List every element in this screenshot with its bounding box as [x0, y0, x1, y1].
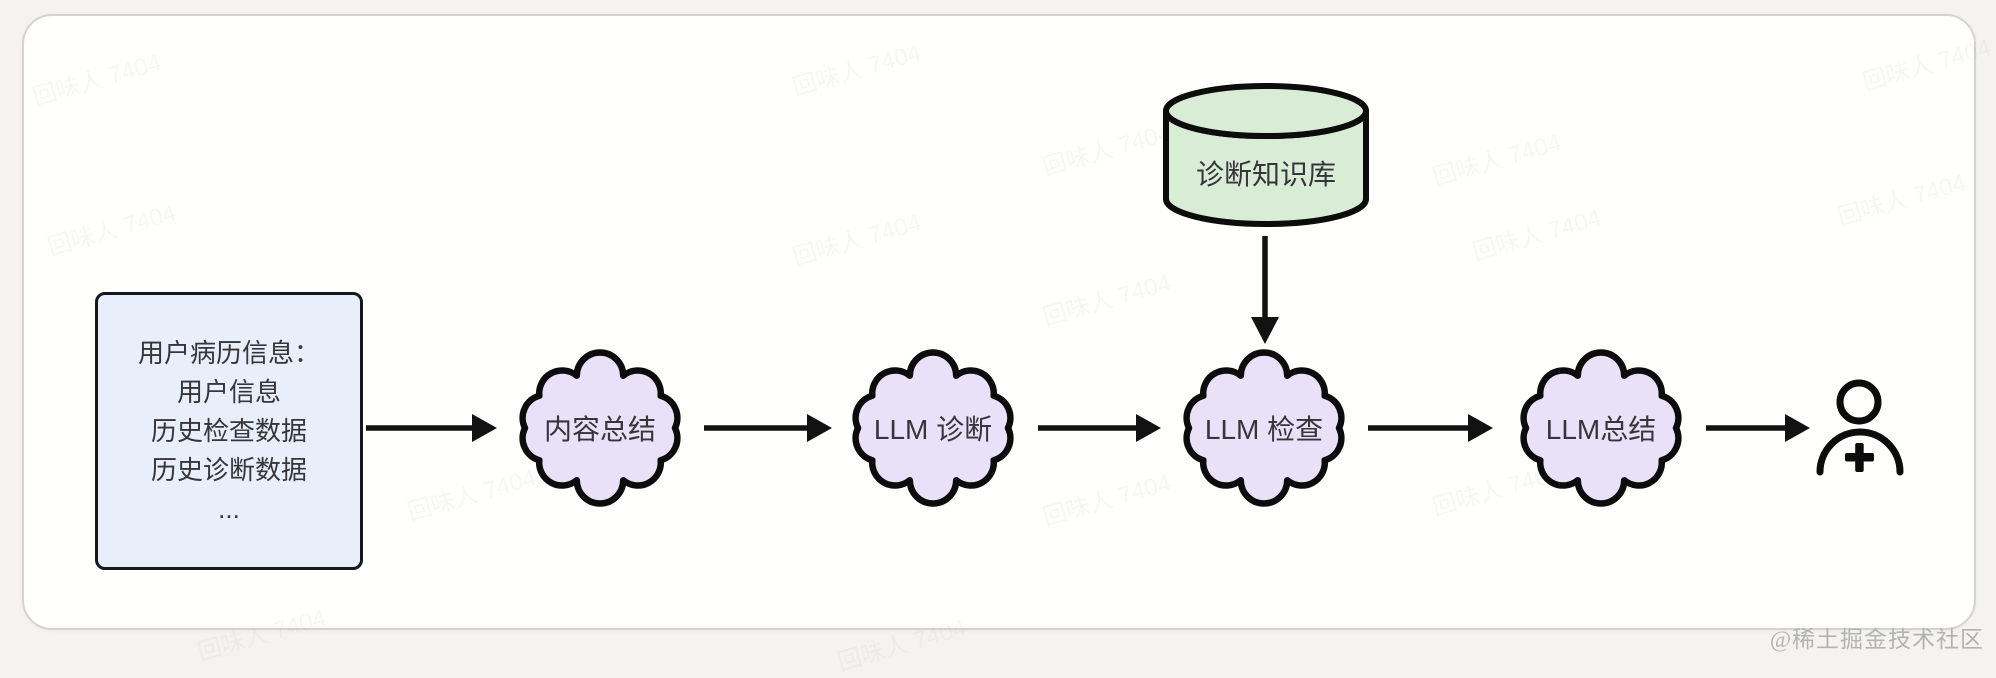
patient-box-line: 历史诊断数据	[150, 454, 307, 485]
patient-box-line: 历史检查数据	[150, 415, 307, 446]
cloud-icon	[1183, 349, 1345, 507]
doctor-user-icon	[1814, 376, 1910, 476]
cloud-shape	[1183, 349, 1345, 507]
database-icon	[1163, 83, 1369, 227]
medical-person-icon	[1816, 379, 1904, 476]
step-cloud-llm-check: LLM 检查	[1164, 348, 1364, 508]
step-label: LLM总结	[1545, 414, 1657, 445]
patient-box-line: 用户信息	[176, 376, 281, 407]
cylinder-top	[1163, 83, 1369, 139]
cloud-icon	[852, 349, 1014, 507]
step-cloud-llm-summary: LLM总结	[1501, 348, 1701, 508]
step-cloud-content-summary: 内容总结	[500, 348, 700, 508]
patient-box-line: ...	[218, 493, 240, 524]
cloud-shape	[852, 349, 1014, 507]
cloud-icon	[519, 349, 681, 507]
step-label: LLM 检查	[1204, 414, 1324, 445]
knowledge-base-label: 诊断知识库	[1195, 159, 1336, 190]
cloud-icon	[1520, 349, 1682, 507]
cloud-shape	[519, 349, 681, 507]
step-label: LLM 诊断	[873, 414, 993, 445]
cloud-shape	[1520, 349, 1682, 507]
step-cloud-llm-diagnosis: LLM 诊断	[833, 348, 1033, 508]
step-label: 内容总结	[543, 414, 656, 445]
patient-box-title: 用户病历信息：	[137, 337, 320, 368]
juejin-attribution: @稀土掘金技术社区	[1769, 627, 1984, 652]
knowledge-base-cylinder: 诊断知识库	[1158, 80, 1374, 230]
patient-record-box: 用户病历信息： 用户信息 历史检查数据 历史诊断数据 ...	[95, 292, 363, 570]
